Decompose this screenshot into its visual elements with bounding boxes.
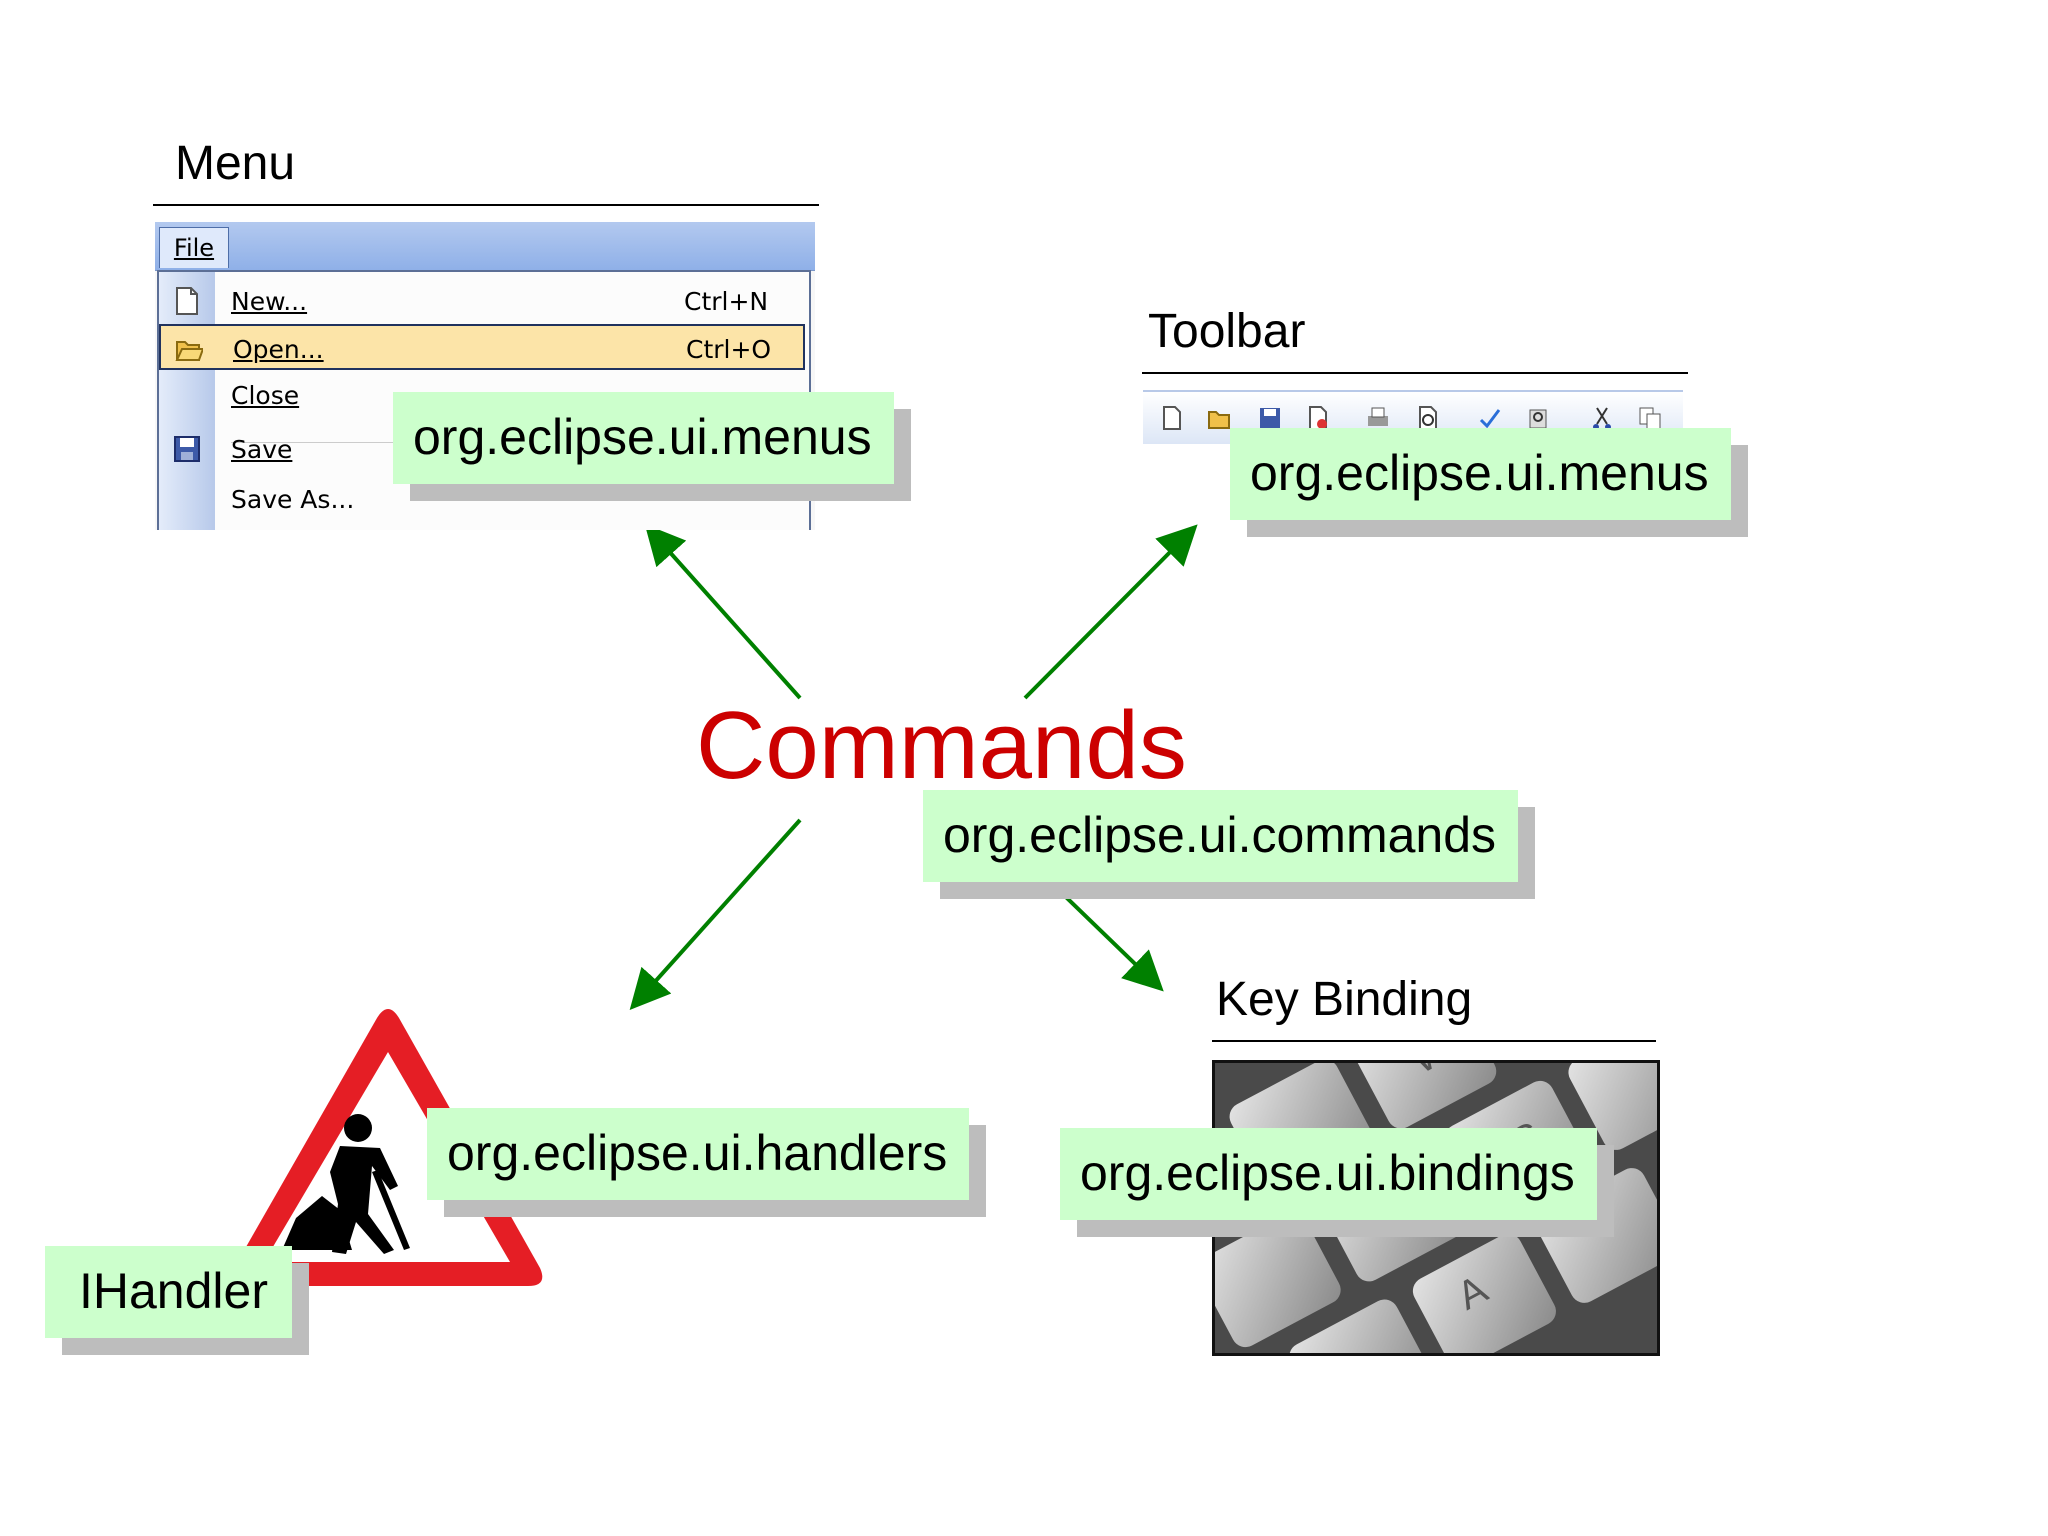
menu-extension-label: org.eclipse.ui.menus xyxy=(393,392,894,484)
arrow-to-handler xyxy=(629,818,802,1010)
menu-item-save-as[interactable]: Save As... xyxy=(159,476,805,522)
print-preview-icon[interactable] xyxy=(1415,404,1441,432)
save-disk-icon xyxy=(174,436,200,462)
save-icon[interactable] xyxy=(1257,404,1283,432)
menu-item-label: Close xyxy=(231,381,300,410)
toolbar-extension-label: org.eclipse.ui.menus xyxy=(1230,428,1731,520)
menu-item-label: New... xyxy=(231,287,308,316)
permission-icon[interactable] xyxy=(1305,404,1331,432)
open-icon[interactable] xyxy=(1207,404,1233,432)
open-folder-icon xyxy=(175,341,203,361)
menu-item-shortcut: Ctrl+N xyxy=(684,287,769,316)
arrow-to-toolbar xyxy=(1023,524,1198,700)
bindings-extension-label: org.eclipse.ui.bindings xyxy=(1060,1128,1597,1220)
roadworks-sign-icon xyxy=(231,1009,543,1286)
menu-item-label: Save xyxy=(231,435,293,464)
arrow-to-menu xyxy=(644,524,802,700)
new-document-icon xyxy=(176,287,198,315)
key-binding-heading-rule xyxy=(1212,1040,1656,1042)
arrow-to-keybinding xyxy=(1038,870,1164,992)
menu-screenshot: File New... Ctrl+N Open... Ctrl+O Close xyxy=(155,222,815,530)
menu-heading-rule xyxy=(153,204,819,206)
new-icon[interactable] xyxy=(1159,404,1185,432)
toolbar-heading: Toolbar xyxy=(1148,305,1306,358)
menu-item-shortcut: Ctrl+O xyxy=(686,335,772,364)
menu-item-save[interactable]: Save xyxy=(159,426,805,472)
menu-file[interactable]: File xyxy=(159,227,229,268)
menu-bar: File xyxy=(155,222,815,271)
ihandler-label: IHandler xyxy=(45,1246,292,1338)
menu-item-label: Save As... xyxy=(231,485,355,514)
menu-item-label: Open... xyxy=(233,335,324,364)
commands-title: Commands xyxy=(696,692,1187,799)
research-icon[interactable] xyxy=(1525,404,1551,432)
print-icon[interactable] xyxy=(1365,404,1391,432)
menu-heading: Menu xyxy=(175,137,296,190)
key-binding-heading: Key Binding xyxy=(1216,973,1473,1026)
menu-item-open[interactable]: Open... Ctrl+O xyxy=(159,324,805,370)
menu-item-close[interactable]: Close xyxy=(159,372,805,418)
copy-icon[interactable] xyxy=(1637,404,1663,432)
spelling-icon[interactable] xyxy=(1477,404,1503,432)
toolbar-heading-rule xyxy=(1142,372,1688,374)
handlers-extension-label: org.eclipse.ui.handlers xyxy=(427,1108,970,1200)
commands-extension-label: org.eclipse.ui.commands xyxy=(923,790,1519,882)
menu-item-new[interactable]: New... Ctrl+N xyxy=(159,278,805,324)
